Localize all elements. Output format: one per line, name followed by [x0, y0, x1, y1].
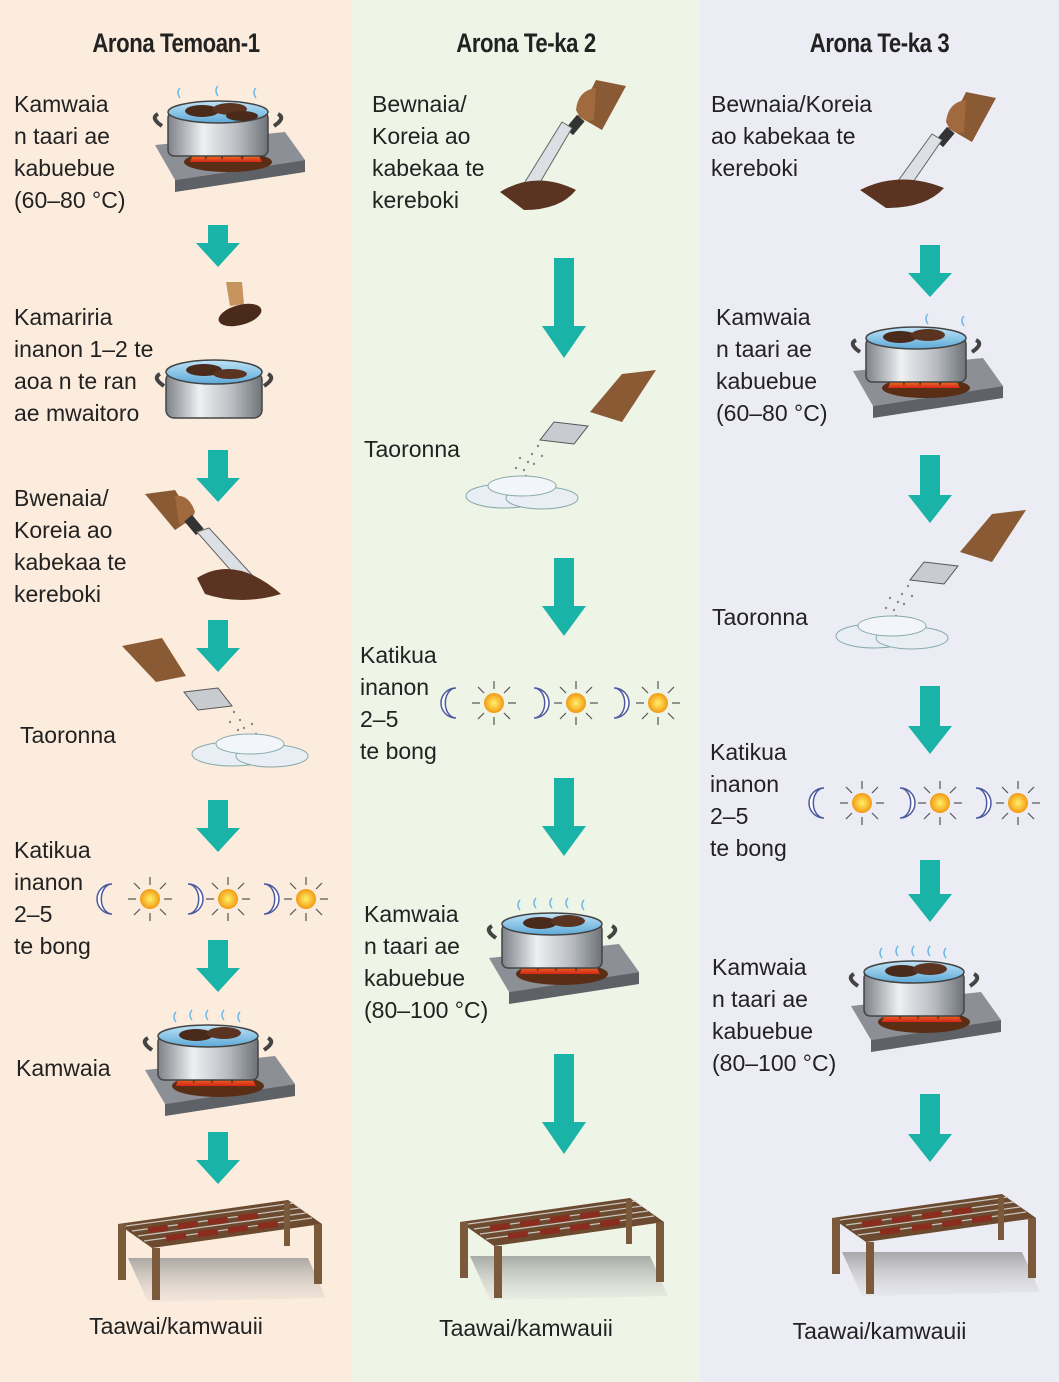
step-label: Katikua inanon 2–5 te bong	[14, 837, 91, 959]
step-label: Kamwaia n taari ae kabuebue (80–100 °C)	[712, 954, 837, 1076]
sun-moon-cycle-icon	[96, 877, 328, 921]
step-label: Kamwaia n taari ae kabuebue (80–100 °C)	[364, 901, 489, 1023]
step-label: Katikua inanon 2–5 te bong	[710, 739, 787, 861]
pot-boiling-icon	[142, 1009, 295, 1116]
down-arrow-icon	[542, 778, 586, 856]
step-label: Kamwaia n taari ae kabuebue (60–80 °C)	[14, 91, 126, 213]
down-arrow-icon	[196, 1132, 240, 1184]
down-arrow-icon	[908, 455, 952, 523]
down-arrow-icon	[196, 450, 240, 502]
salting-icon	[835, 510, 1026, 650]
drying-rack-icon	[460, 1198, 668, 1300]
column-method-1: Arona Temoan-1 Kamwaia n taari ae kabueb…	[0, 0, 352, 1382]
down-arrow-icon	[196, 800, 240, 852]
step-label: Kamwaia n taari ae kabuebue (60–80 °C)	[716, 304, 828, 426]
down-arrow-icon	[908, 245, 952, 297]
step-label: Bwenaia/ Koreia ao kabekaa te kereboki	[14, 485, 127, 607]
pot-boiling-icon	[848, 945, 1001, 1052]
down-arrow-icon	[196, 225, 240, 267]
step-label: Taawai/kamwauii	[439, 1315, 613, 1341]
down-arrow-icon	[542, 1054, 586, 1154]
sun-moon-cycle-icon	[440, 681, 680, 725]
knife-cutting-icon	[500, 80, 626, 210]
column-title: Arona Temoan-1	[92, 28, 260, 58]
salting-icon	[122, 638, 309, 768]
down-arrow-icon	[542, 258, 586, 358]
step-label: Taawai/kamwauii	[792, 1318, 967, 1344]
down-arrow-icon	[908, 860, 952, 922]
step-label: Kamwaia	[16, 1055, 111, 1081]
step-label: Taoronna	[712, 604, 808, 630]
knife-cutting-icon	[860, 92, 996, 208]
pot-on-fire-icon	[152, 85, 305, 192]
step-label: Kamariria inanon 1–2 te aoa n te ran ae …	[14, 304, 154, 426]
step-label: Taawai/kamwauii	[89, 1313, 263, 1339]
step-label: Bewnaia/Koreia ao kabekaa te kereboki	[711, 91, 873, 181]
pot-boiling-icon	[486, 897, 639, 1004]
step-label: Katikua inanon 2–5 te bong	[360, 642, 437, 764]
drying-rack-icon	[118, 1200, 326, 1302]
down-arrow-icon	[908, 1094, 952, 1162]
step-label: Taoronna	[364, 436, 460, 462]
column-title: Arona Te-ka 2	[456, 28, 596, 58]
down-arrow-icon	[908, 686, 952, 754]
salting-icon	[465, 370, 656, 510]
down-arrow-icon	[196, 940, 240, 992]
step-label: Bewnaia/ Koreia ao kabekaa te kereboki	[372, 91, 485, 213]
column-method-3: Arona Te-ka 3 Bewnaia/Koreia ao kabekaa …	[700, 0, 1059, 1382]
column-method-2: Arona Te-ka 2 Bewnaia/ Koreia ao kabekaa…	[352, 0, 700, 1382]
down-arrow-icon	[542, 558, 586, 636]
pot-on-fire-icon	[850, 313, 1003, 418]
step-label: Taoronna	[20, 722, 116, 748]
knife-cutting-icon	[145, 490, 281, 600]
pot-cool-water-icon	[154, 282, 274, 419]
drying-rack-icon	[832, 1194, 1040, 1296]
down-arrow-icon	[196, 620, 240, 672]
sun-moon-cycle-icon	[808, 781, 1040, 825]
column-title: Arona Te-ka 3	[809, 28, 950, 58]
